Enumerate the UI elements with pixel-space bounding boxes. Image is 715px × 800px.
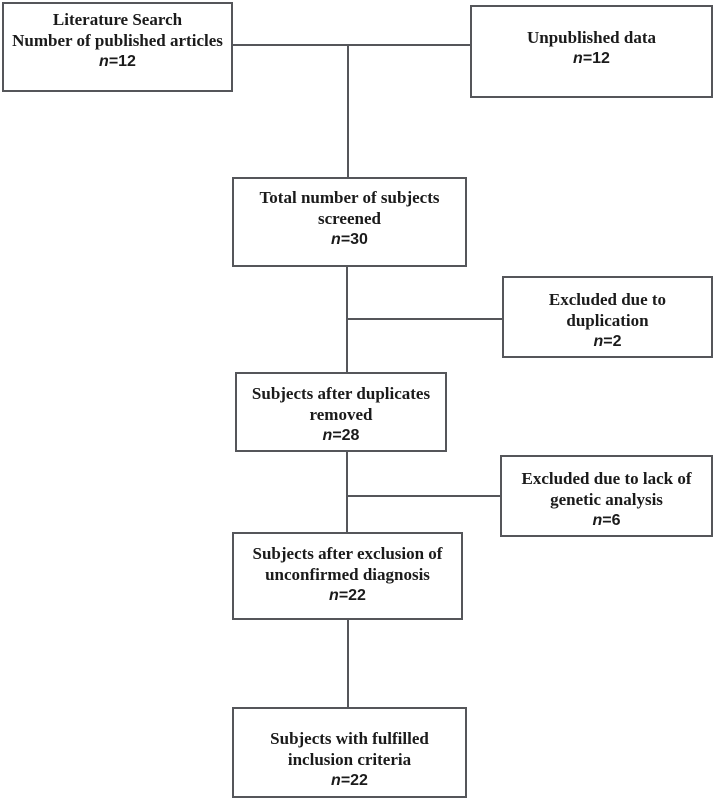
box-count: n=12 bbox=[573, 50, 610, 67]
box-count: n=22 bbox=[329, 587, 366, 604]
box-count: n=22 bbox=[331, 772, 368, 789]
box-after-duplicates-removed: Subjects after duplicates removed n=28 bbox=[235, 372, 447, 452]
box-excluded-duplication: Excluded due to duplication n=2 bbox=[502, 276, 713, 358]
box-subtitle: unconfirmed diagnosis bbox=[265, 565, 430, 584]
box-title: Subjects after duplicates bbox=[251, 384, 431, 403]
box-title: Excluded due to bbox=[548, 290, 667, 309]
connector-exclusion-to-fulfilled bbox=[347, 620, 349, 707]
box-count: n=28 bbox=[322, 427, 360, 444]
box-unpublished-data: Unpublished data n=12 bbox=[470, 5, 713, 98]
box-count: n=12 bbox=[99, 53, 136, 70]
connector-duplicates-to-exclusion bbox=[346, 452, 348, 532]
box-subtitle: duplication bbox=[566, 311, 649, 330]
connector-top-horizontal bbox=[233, 44, 470, 46]
box-title: Subjects with fulfilled bbox=[270, 729, 429, 748]
box-subtitle: screened bbox=[318, 209, 381, 228]
box-fulfilled-inclusion: Subjects with fulfilled inclusion criter… bbox=[232, 707, 467, 798]
box-total-screened: Total number of subjects screened n=30 bbox=[232, 177, 467, 267]
box-title: Total number of subjects bbox=[259, 188, 440, 207]
connector-branch-genetic bbox=[346, 495, 500, 497]
box-title: Subjects after exclusion of bbox=[252, 544, 443, 563]
box-subtitle: Number of published articles bbox=[12, 31, 223, 50]
box-count: n=6 bbox=[592, 512, 621, 529]
box-subtitle: genetic analysis bbox=[550, 490, 663, 509]
connector-top-to-screened bbox=[347, 44, 349, 177]
box-after-exclusion-unconfirmed: Subjects after exclusion of unconfirmed … bbox=[232, 532, 463, 620]
box-count: n=2 bbox=[593, 333, 622, 350]
connector-screened-to-duplicates bbox=[346, 267, 348, 372]
connector-branch-duplication bbox=[346, 318, 502, 320]
box-subtitle: inclusion criteria bbox=[287, 750, 412, 769]
box-subtitle: removed bbox=[309, 405, 373, 424]
box-title: Excluded due to lack of bbox=[521, 469, 692, 488]
box-count: n=30 bbox=[331, 231, 368, 248]
box-excluded-no-genetic-analysis: Excluded due to lack of genetic analysis… bbox=[500, 455, 713, 537]
box-title: Literature Search bbox=[52, 10, 183, 29]
box-title: Unpublished data bbox=[527, 28, 656, 47]
box-literature-search: Literature Search Number of published ar… bbox=[2, 2, 233, 92]
